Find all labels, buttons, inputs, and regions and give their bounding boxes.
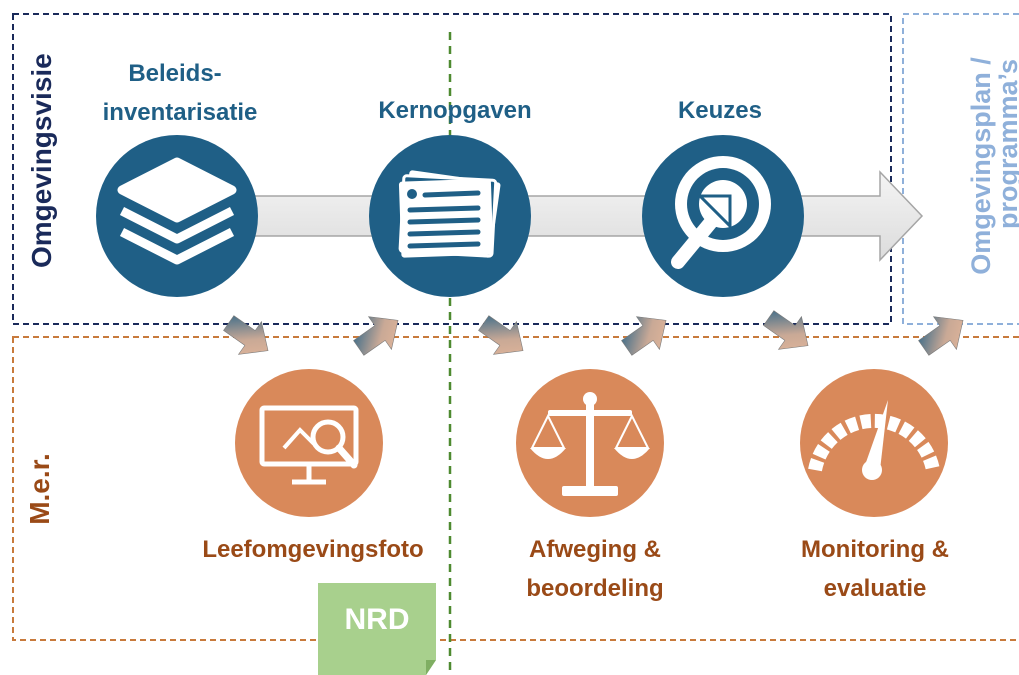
target-arrow-icon — [671, 156, 771, 269]
arrow-down-3 — [756, 301, 820, 363]
step-label-beleids: Beleids- — [128, 60, 222, 87]
mer-circle-1 — [235, 369, 383, 517]
gauge-icon — [808, 400, 940, 480]
omgevingsplan-box — [902, 13, 1019, 325]
step-label-inventarisatie: inventarisatie — [102, 99, 258, 126]
documents-icon — [398, 170, 501, 258]
step-label-keuzes: Keuzes — [677, 97, 763, 124]
mer-label-beoordeling: beoordeling — [526, 575, 664, 602]
mer-label-evaluatie: evaluatie — [823, 575, 927, 602]
balance-scale-icon — [530, 392, 650, 496]
mer-label: M.e.r. — [24, 453, 55, 525]
arrow-up-2 — [614, 303, 678, 365]
omgevingsvisie-label: Omgevingsvisie — [26, 53, 57, 268]
stack-layers-icon — [117, 157, 237, 265]
mer-label-afweging: Afweging & — [529, 536, 661, 563]
process-arrow — [169, 170, 924, 262]
mer-box — [12, 336, 1019, 641]
monitor-magnifier-icon — [259, 405, 359, 485]
nrd-note-text: NRD — [344, 603, 410, 636]
nrd-note-shape — [318, 583, 436, 675]
omgevingsplan-label-line2: programma’s — [993, 58, 1019, 230]
mer-label-leefomgevingsfoto: Leefomgevingsfoto — [202, 536, 424, 563]
mer-label-monitoring: Monitoring & — [801, 536, 949, 563]
arrow-up-1 — [346, 303, 410, 365]
step-label-kernopgaven: Kernopgaven — [378, 97, 532, 124]
arrow-up-3 — [911, 303, 975, 365]
omgevingsvisie-box — [12, 13, 892, 325]
omgevingsplan-label-line1: Omgevingsplan / — [966, 57, 996, 275]
